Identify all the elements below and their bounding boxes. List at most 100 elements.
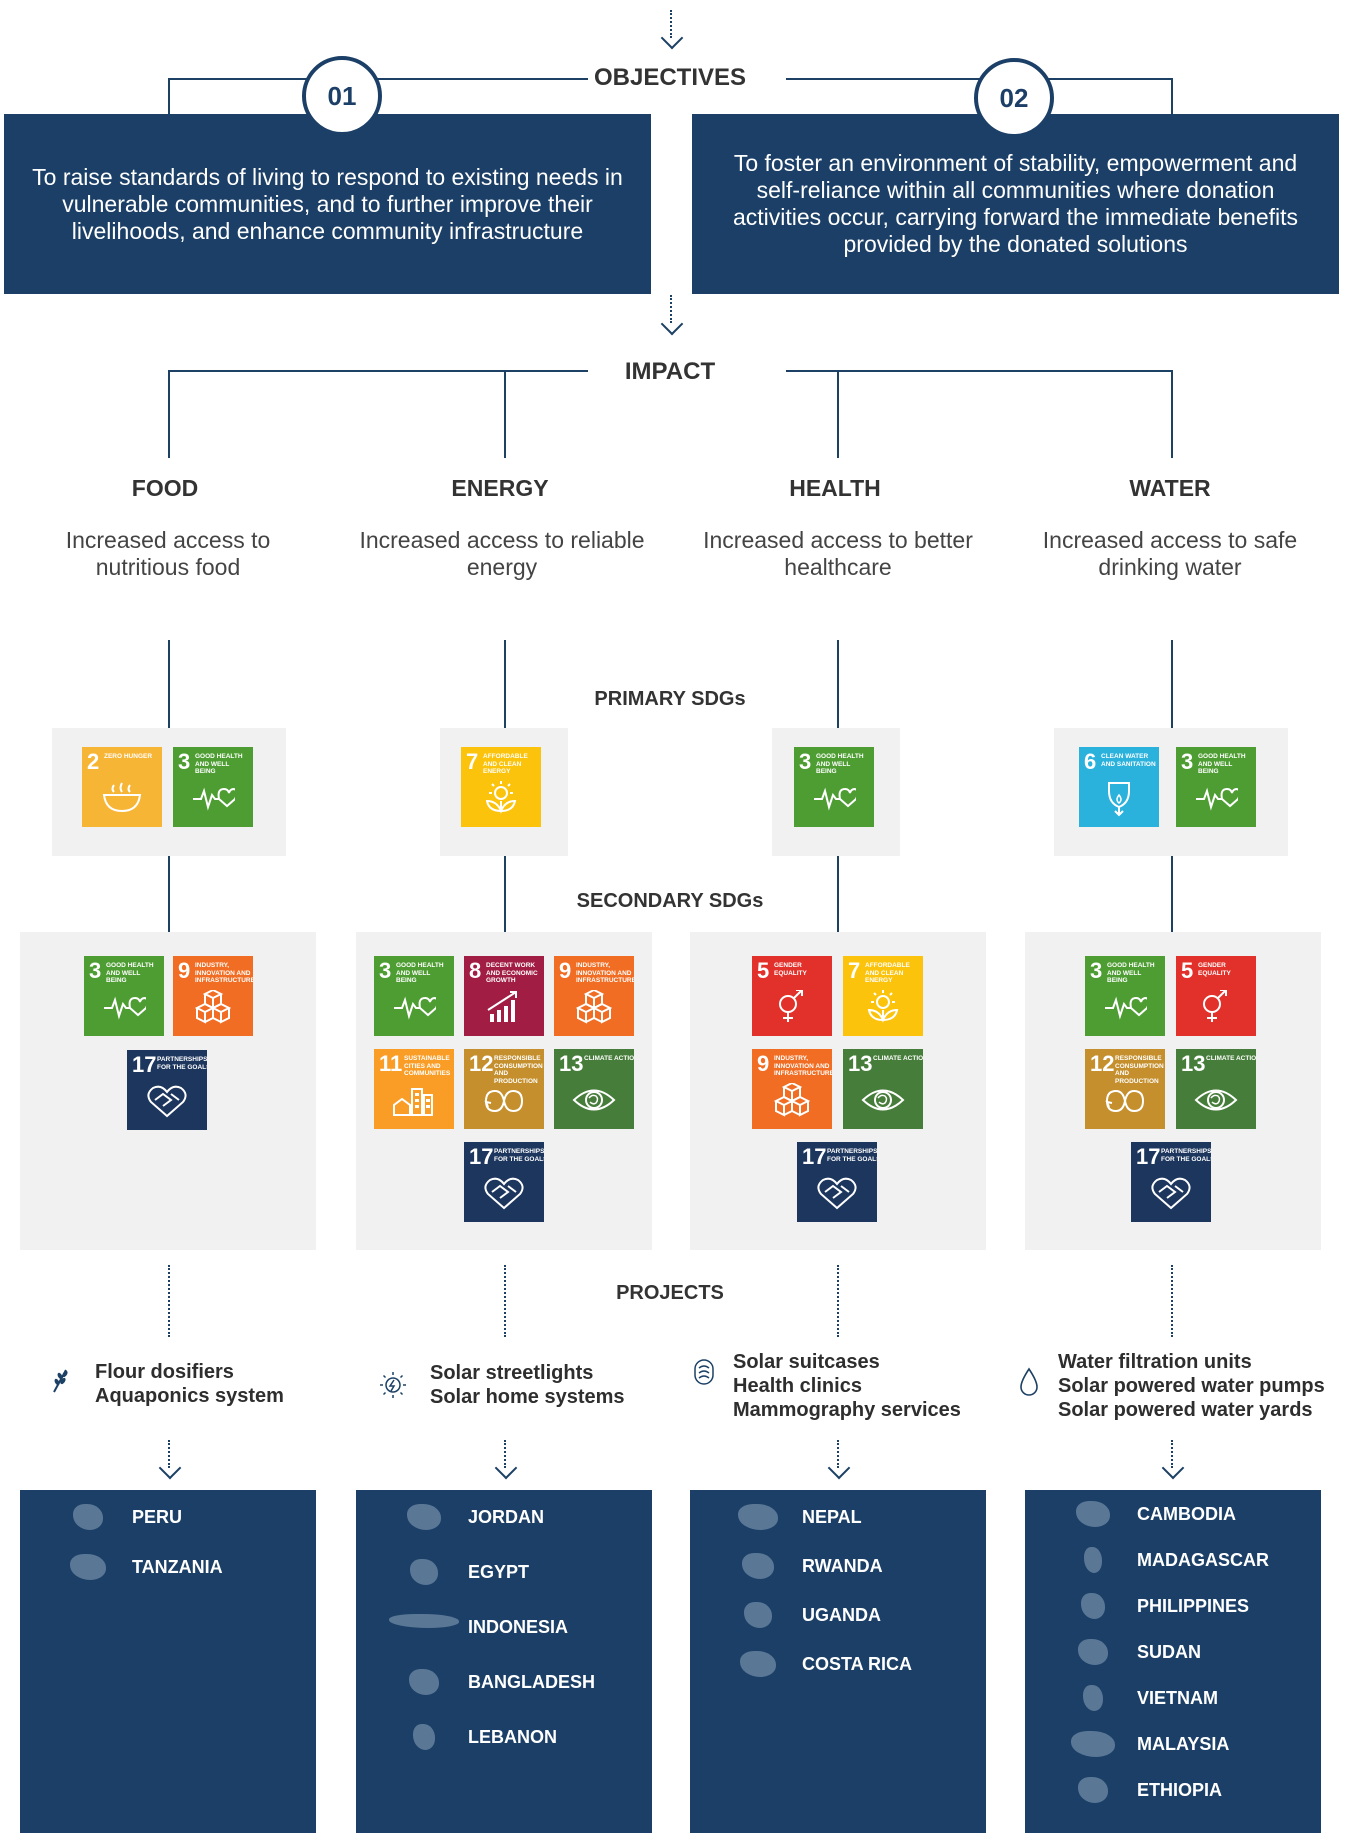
- sdg-number: 6: [1084, 749, 1097, 774]
- project-item: Flour dosifiers: [95, 1361, 234, 1383]
- sdg-number: 3: [1181, 749, 1194, 774]
- sdg-title: GOOD HEALTH AND WELL BEING: [1198, 753, 1246, 775]
- sdg-title: PARTNERSHIPS FOR THE GOALS: [494, 1148, 544, 1163]
- countries-dotted-food: [168, 1440, 170, 1468]
- country-uganda: UGANDA: [802, 1605, 881, 1625]
- country-tanzania: TANZANIA: [132, 1557, 223, 1577]
- country-lebanon: LEBANON: [468, 1727, 557, 1747]
- sun-icon: [485, 781, 517, 814]
- impact-title: IMPACT: [624, 358, 716, 385]
- primary-connector-water: [1171, 640, 1173, 728]
- project-item: Water filtration units: [1058, 1351, 1252, 1373]
- handshake-icon: [147, 1085, 187, 1118]
- impact-drop-food: [168, 370, 170, 458]
- sdg-title: GOOD HEALTH AND WELL BEING: [396, 962, 444, 984]
- sdg-number: 2: [87, 749, 100, 774]
- sdg-title: PARTNERSHIPS FOR THE GOALS: [1161, 1148, 1211, 1163]
- country-sudan: SUDAN: [1137, 1642, 1202, 1662]
- heartbeat-icon: [394, 996, 436, 1020]
- country-map-icon: [410, 1559, 438, 1585]
- country-vietnam: VIETNAM: [1137, 1688, 1218, 1708]
- mid-dotted-connector: [670, 295, 672, 323]
- countries-arrow-health: [827, 1456, 851, 1480]
- country-costa-rica: COSTA RICA: [802, 1654, 912, 1674]
- country-map-icon: [1078, 1777, 1108, 1803]
- country-map-icon: [1083, 1685, 1103, 1711]
- country-map-icon: [407, 1504, 441, 1530]
- primary-connector-health: [837, 640, 839, 728]
- country-egypt: EGYPT: [468, 1562, 530, 1582]
- country-map-icon: [742, 1553, 774, 1579]
- countries-dotted-health: [837, 1440, 839, 1468]
- water-drop-outline-icon: [1020, 1367, 1038, 1396]
- sdg-number: 13: [848, 1051, 873, 1076]
- cubes-icon: [575, 990, 613, 1024]
- secondary-sdgs-label: SECONDARY SDGs: [576, 890, 764, 912]
- sdg-title: DECENT WORK AND ECONOMIC GROWTH: [486, 962, 538, 984]
- country-jordan: JORDAN: [468, 1507, 545, 1527]
- country-philippines: PHILIPPINES: [1137, 1596, 1250, 1616]
- primary-sdgs-label: PRIMARY SDGs: [594, 688, 746, 710]
- area-water-title: WATER: [1129, 475, 1211, 501]
- sdg-title: GOOD HEALTH AND WELL BEING: [816, 753, 864, 775]
- sdg-number: 13: [1181, 1051, 1206, 1076]
- countries-dotted-energy: [504, 1440, 506, 1468]
- sdg-number: 5: [1181, 958, 1194, 983]
- bowl-icon: [102, 782, 142, 813]
- countries-box-health: [690, 1490, 986, 1833]
- countries-box-water: [1025, 1490, 1321, 1833]
- impact-drop-energy: [504, 370, 506, 458]
- heartbeat-icon: [1105, 996, 1147, 1020]
- handshake-icon: [484, 1177, 524, 1210]
- primary-connector-energy: [504, 640, 506, 728]
- sdg-title: INDUSTRY, INNOVATION AND INFRASTRUCTURE: [774, 1055, 832, 1077]
- project-item: Solar streetlights: [430, 1362, 594, 1384]
- sdg-number: 9: [559, 958, 572, 983]
- country-map-icon: [1071, 1731, 1115, 1757]
- objective-1-box: To raise standards of living to respond …: [4, 114, 651, 294]
- objective-1-badge: 01: [302, 56, 382, 136]
- projects-dotted-food: [168, 1265, 170, 1337]
- country-map-icon: [409, 1669, 439, 1695]
- secondary-connector-energy: [504, 856, 506, 932]
- sdg-title: RESPONSIBLE CONSUMPTION AND PRODUCTION: [494, 1055, 543, 1085]
- country-nepal: NEPAL: [802, 1507, 862, 1527]
- impact-line-left: [168, 370, 588, 372]
- top-arrow: [660, 26, 684, 50]
- country-map-icon: [738, 1504, 778, 1530]
- country-malaysia: MALAYSIA: [1137, 1734, 1230, 1754]
- secondary-connector-water: [1171, 856, 1173, 932]
- country-map-icon: [389, 1614, 459, 1628]
- sdg-number: 17: [1136, 1144, 1161, 1169]
- country-map-icon: [740, 1651, 776, 1677]
- country-map-icon: [1081, 1593, 1105, 1619]
- objective-2-text: To foster an environment of stability, e…: [732, 150, 1299, 257]
- sdg-number: 12: [469, 1051, 494, 1076]
- countries-box-food: [20, 1490, 316, 1833]
- sdg-title: INDUSTRY, INNOVATION AND INFRASTRUCTURE: [195, 962, 253, 984]
- eye-icon: [1194, 1089, 1238, 1111]
- mid-arrow: [660, 312, 684, 336]
- projects-label: PROJECTS: [616, 1282, 724, 1304]
- project-item: Solar powered water pumps: [1058, 1375, 1325, 1397]
- objective-1-text: To raise standards of living to respond …: [32, 163, 623, 244]
- solar-icon: [380, 1372, 406, 1398]
- wheat-icon: [53, 1369, 68, 1393]
- sdg-number: 17: [132, 1052, 157, 1077]
- project-item: Solar home systems: [430, 1386, 625, 1408]
- country-cambodia: CAMBODIA: [1137, 1504, 1236, 1524]
- area-health-title: HEALTH: [789, 475, 881, 501]
- objectives-line-left-drop: [168, 78, 170, 114]
- sdg-number: 17: [802, 1144, 827, 1169]
- country-map-icon: [70, 1554, 106, 1580]
- objective-2-badge: 02: [974, 58, 1054, 138]
